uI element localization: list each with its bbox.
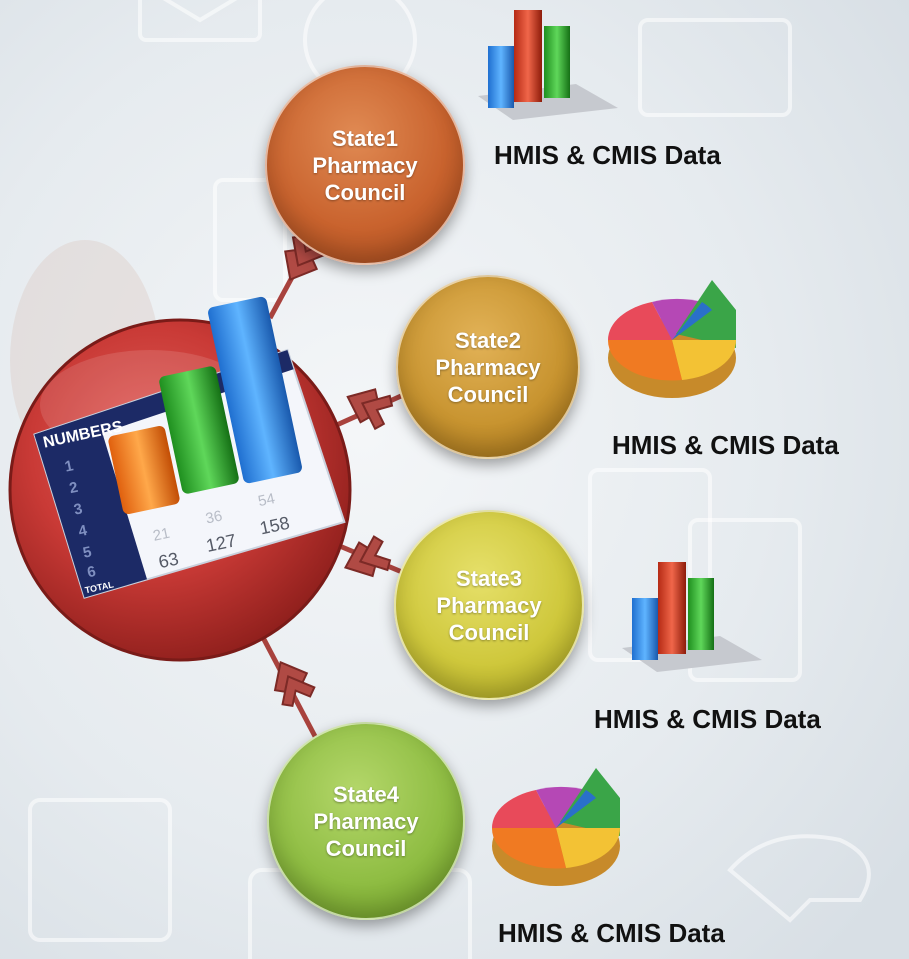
hub-value-3: 54 <box>257 490 277 510</box>
numbers-bar-chart-icon <box>108 296 302 515</box>
hub-row-2: 2 <box>68 479 80 497</box>
arrow-3-icon <box>343 535 392 578</box>
pie-chart-icon <box>607 280 737 398</box>
state2-node: State2 Pharmacy Council <box>396 275 580 459</box>
hub: NUMBERS 1 2 3 4 5 6 TOTAL 21 36 54 63 12… <box>8 296 352 662</box>
state4-data-label: HMIS & CMIS Data <box>498 918 725 948</box>
arrow-2-icon <box>346 388 394 431</box>
state4-node: State4 Pharmacy Council <box>267 722 465 920</box>
hub-value-2: 36 <box>204 507 224 527</box>
arrow-4-icon <box>273 660 316 708</box>
bar-chart-icon <box>478 10 618 120</box>
bar-chart-icon <box>622 562 762 672</box>
state1-data-label: HMIS & CMIS Data <box>494 140 721 170</box>
state1-label: State1 Pharmacy Council <box>312 125 418 205</box>
hub-row-5: 5 <box>81 543 93 561</box>
hub-row-6: 6 <box>86 563 98 581</box>
hub-row-3: 3 <box>72 500 84 518</box>
hub-total-1: 63 <box>157 548 181 572</box>
state3-data-label: HMIS & CMIS Data <box>594 704 821 734</box>
hub-row-1: 1 <box>63 457 75 475</box>
state2-label: State2 Pharmacy Council <box>435 327 541 407</box>
pie-chart-icon <box>491 768 621 886</box>
state3-label: State3 Pharmacy Council <box>436 565 542 645</box>
hub-value-1: 21 <box>151 525 171 545</box>
state1-node: State1 Pharmacy Council <box>265 65 465 265</box>
state4-label: State4 Pharmacy Council <box>313 781 419 861</box>
state3-node: State3 Pharmacy Council <box>394 510 584 700</box>
state2-data-label: HMIS & CMIS Data <box>612 430 839 460</box>
